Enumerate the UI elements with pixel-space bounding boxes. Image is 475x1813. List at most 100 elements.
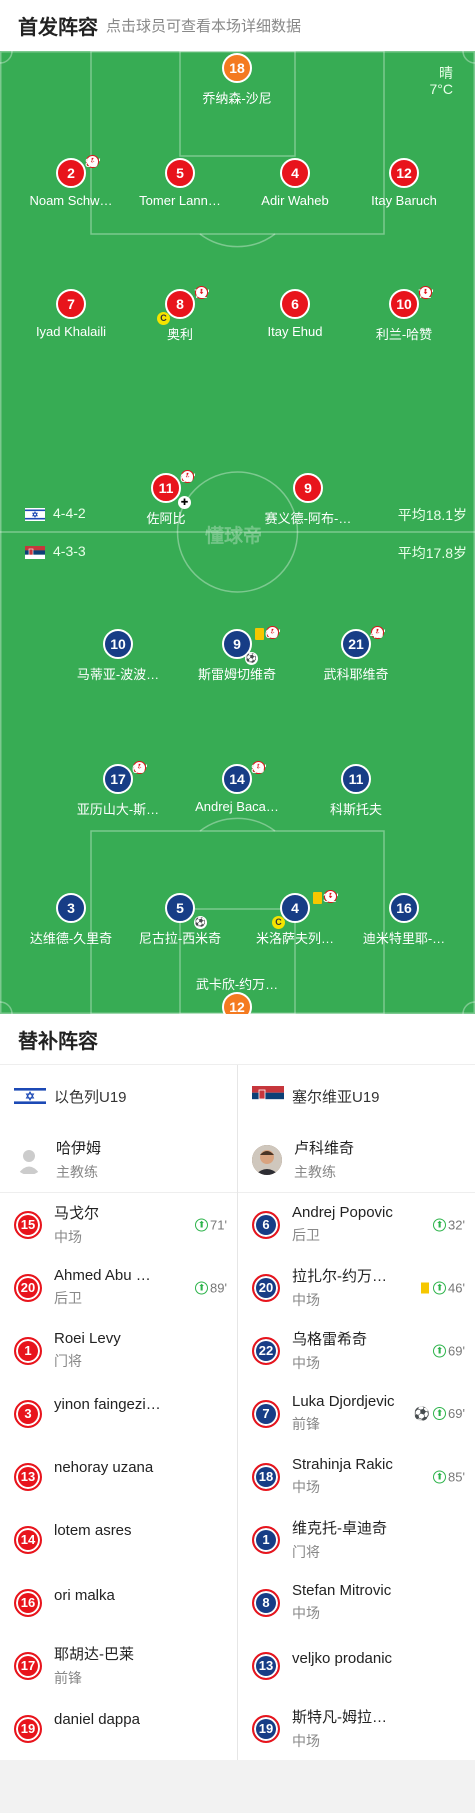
player-number: 5	[165, 158, 195, 188]
home-player[interactable]: 4 Adir Waheb	[235, 158, 355, 208]
yellow-card-icon	[255, 628, 264, 640]
subs-title: 替补阵容	[0, 1014, 475, 1065]
away-player[interactable]: 11 科斯托夫	[296, 764, 416, 818]
sub-player-row[interactable]: 3 yinon faingezi…	[0, 1382, 237, 1445]
serbia-flag-icon	[25, 545, 45, 559]
player-name: lotem asres	[54, 1521, 132, 1539]
sub-out-icon: ⬇	[86, 155, 99, 168]
home-player[interactable]: 11⬇✚ 佐阿比 60'	[106, 470, 226, 527]
home-player[interactable]: 8⬇C 奥利 71'	[120, 286, 240, 343]
player-name: Adir Waheb	[261, 193, 329, 208]
page-subtitle: 点击球员可查看本场详细数据	[106, 18, 302, 35]
away-player[interactable]: 9⬇⚽ 斯雷姆切维奇 69'	[177, 626, 297, 683]
player-number: 3	[56, 893, 86, 923]
player-name: daniel dappa	[54, 1710, 140, 1728]
lineup-header: 首发阵容 点击球员可查看本场详细数据	[0, 0, 475, 51]
player-name: yinon faingezi…	[54, 1395, 161, 1413]
away-player[interactable]: 12	[177, 992, 297, 1014]
player-position: 中场	[292, 1733, 320, 1749]
player-name: 佐阿比	[146, 511, 186, 526]
home-player[interactable]: 18 乔纳森-沙尼	[177, 53, 297, 107]
home-player[interactable]: 7 Iyad Khalaili	[11, 289, 131, 339]
player-name: 奥利	[166, 327, 193, 342]
player-name: 马戈尔	[54, 1205, 100, 1222]
sub-minute: 89'	[85, 156, 101, 170]
sub-out-icon: ⬇	[195, 286, 208, 299]
watermark: 懂球帝	[205, 526, 263, 547]
home-player[interactable]: 10⬇ 利兰-哈赞 71'	[344, 286, 464, 343]
player-name: 达维德-久里奇	[29, 931, 113, 946]
away-player[interactable]: 17⬇ 亚历山大-斯… 69'	[58, 761, 178, 818]
player-number: 16	[389, 893, 419, 923]
player-name: Noam Schw…	[29, 193, 113, 208]
away-player[interactable]: 10 马蒂亚-波波…	[58, 629, 178, 683]
yellow-card-icon	[421, 1282, 430, 1293]
home-avg-age: 平均18.1岁	[397, 507, 467, 523]
player-number: 18	[252, 1462, 280, 1491]
player-number: 10	[396, 296, 412, 312]
player-name: 拉扎尔-约万…	[292, 1268, 387, 1285]
sub-out-icon: ⬇	[266, 626, 279, 639]
home-team-header[interactable]: 以色列U19	[0, 1065, 237, 1127]
player-name: 科斯托夫	[329, 802, 382, 817]
sub-minute: 60'	[180, 471, 196, 485]
player-name: Ahmed Abu …	[54, 1267, 151, 1284]
player-name: 武卡欣-约万…	[195, 977, 279, 992]
player-name: 迪米特里耶-…	[362, 931, 446, 946]
away-player[interactable]: 21⬇ 武科耶维奇 46'	[296, 626, 416, 683]
home-player[interactable]: 5 Tomer Lann…	[120, 158, 240, 208]
home-player[interactable]: 6 Itay Ehud	[235, 289, 355, 339]
sub-in-icon: ⬆	[433, 1218, 447, 1231]
player-name: Itay Baruch	[371, 193, 437, 208]
player-number: 13	[252, 1651, 280, 1680]
pitch: 晴 7°C 懂球帝 4-4-2 平均18.1岁 4-3-3 平均17.8岁 18…	[0, 51, 475, 1014]
away-avg-age: 平均17.8岁	[397, 545, 467, 561]
away-coach[interactable]: 卢科维奇主教练	[238, 1127, 475, 1193]
away-player[interactable]: 3 达维德-久里奇	[11, 893, 131, 947]
player-number: 18	[222, 53, 252, 83]
away-formation-text: 4-3-3	[53, 543, 86, 559]
away-player[interactable]: 14⬇ Andrej Baca… 85'	[177, 761, 297, 814]
player-name: Andrej Baca…	[195, 799, 279, 814]
player-name: 乌格雷希奇	[292, 1331, 368, 1348]
player-number: 3	[14, 1399, 42, 1428]
yellow-card-icon	[313, 892, 322, 904]
home-player[interactable]: 12 Itay Baruch	[344, 158, 464, 208]
away-player[interactable]: 5⚽ 尼古拉-西米奇	[120, 893, 240, 947]
sub-out-icon: ⬇	[419, 286, 432, 299]
away-team-header[interactable]: 塞尔维亚U19	[238, 1065, 475, 1127]
away-player[interactable]: 4⬇C 米洛萨夫列… 32'	[235, 890, 355, 947]
weather-text: 晴	[439, 65, 453, 81]
home-player[interactable]: 2⬇ Noam Schw… 89'	[11, 155, 131, 208]
player-number: 14	[229, 771, 245, 787]
sub-out-icon: ⬇	[133, 761, 146, 774]
home-player[interactable]: 9 赛义德-阿布-…	[248, 473, 368, 527]
sub-out-icon: ⬇	[252, 761, 265, 774]
player-number: 12	[389, 158, 419, 188]
sub-in-icon: ⬆	[195, 1218, 209, 1231]
home-coach[interactable]: 哈伊姆主教练	[0, 1127, 237, 1193]
sub-minute: 32'	[323, 891, 339, 905]
sub-minute: 69'	[448, 1406, 465, 1421]
away-player[interactable]: 16 迪米特里耶-…	[344, 893, 464, 947]
player-number: 21	[348, 636, 364, 652]
player-name: 维克托-卓迪奇	[292, 1520, 387, 1537]
